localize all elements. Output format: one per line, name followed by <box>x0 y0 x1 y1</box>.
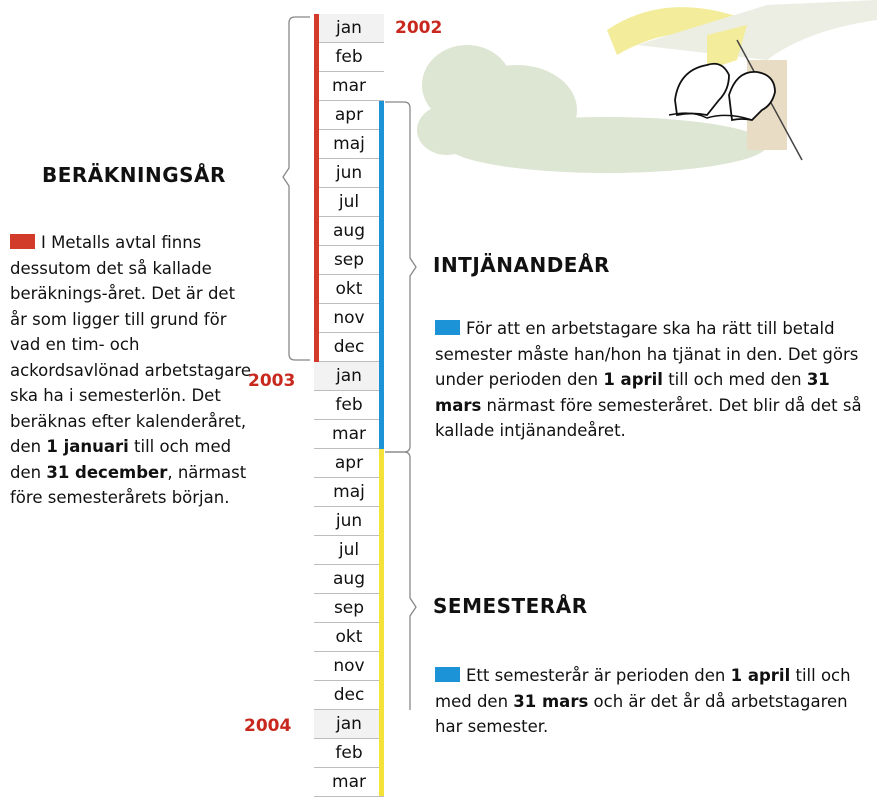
month-cell-nov-2003: nov <box>314 652 384 681</box>
month-cell-okt-2002: okt <box>314 275 384 304</box>
intjanandear-color-bar <box>379 101 384 449</box>
month-cell-jul-2003: jul <box>314 536 384 565</box>
month-cell-feb-2003: feb <box>314 391 384 420</box>
month-cell-jul-2002: jul <box>314 188 384 217</box>
berakningsar-heading: BERÄKNINGSÅR <box>42 163 226 187</box>
blue-legend-square-2 <box>435 667 460 682</box>
month-cell-feb-2004: feb <box>314 739 384 768</box>
month-cell-jan-2003: jan <box>314 362 384 391</box>
berakningsar-description: I Metalls avtal finns dessutom det så ka… <box>10 233 251 507</box>
month-cell-aug-2003: aug <box>314 565 384 594</box>
month-cell-dec-2003: dec <box>314 681 384 710</box>
month-cell-jun-2003: jun <box>314 507 384 536</box>
month-cell-maj-2003: maj <box>314 478 384 507</box>
year-label-2004: 2004 <box>244 716 292 736</box>
month-cell-mar-2004: mar <box>314 768 384 797</box>
intjanandear-heading: INTJÄNANDEÅR <box>433 253 610 277</box>
semesterar-heading: SEMESTERÅR <box>433 594 588 618</box>
month-cell-mar-2002: mar <box>314 72 384 101</box>
month-cell-nov-2002: nov <box>314 304 384 333</box>
month-cell-jan-2004: jan <box>314 710 384 739</box>
semesterar-description: Ett semesterår är perioden den 1 april t… <box>435 666 851 736</box>
blue-legend-square <box>435 320 460 335</box>
month-cell-sep-2003: sep <box>314 594 384 623</box>
month-cell-mar-2003: mar <box>314 420 384 449</box>
month-cell-okt-2003: okt <box>314 623 384 652</box>
red-legend-square <box>10 234 35 249</box>
semesterar-color-bar <box>379 449 384 796</box>
month-cell-dec-2002: dec <box>314 333 384 362</box>
semesterar-bracket <box>385 451 417 710</box>
month-cell-feb-2002: feb <box>314 43 384 72</box>
month-cell-sep-2002: sep <box>314 246 384 275</box>
intjanandear-description: För att en arbetstagare ska ha rätt till… <box>435 319 862 440</box>
berakningsar-bracket <box>282 16 310 361</box>
month-cell-maj-2002: maj <box>314 130 384 159</box>
month-cell-apr-2002: apr <box>314 101 384 130</box>
month-cell-jan-2002: jan <box>314 14 384 43</box>
year-label-2003: 2003 <box>248 371 296 391</box>
month-cell-apr-2003: apr <box>314 449 384 478</box>
berakningsar-color-bar <box>314 14 319 362</box>
sun-umbrella-couple-illustration <box>417 0 877 173</box>
year-label-2002: 2002 <box>395 18 443 38</box>
month-cell-aug-2002: aug <box>314 217 384 246</box>
month-cell-jun-2002: jun <box>314 159 384 188</box>
intjanandear-bracket <box>385 101 417 453</box>
